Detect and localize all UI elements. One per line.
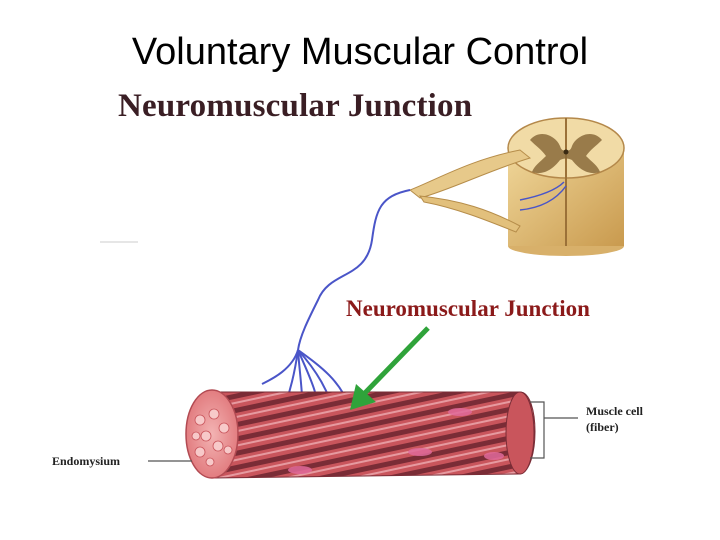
endomysium-label: Endomysium bbox=[52, 454, 120, 468]
muscle-cell-label: Muscle cell bbox=[586, 404, 644, 418]
muscle-cell-callout: Muscle cell (fiber) bbox=[530, 402, 644, 458]
muscle-cell-label-sub: (fiber) bbox=[586, 420, 619, 434]
endomysium-callout: Endomysium bbox=[52, 454, 192, 468]
junction-label: Neuromuscular Junction bbox=[346, 296, 590, 321]
